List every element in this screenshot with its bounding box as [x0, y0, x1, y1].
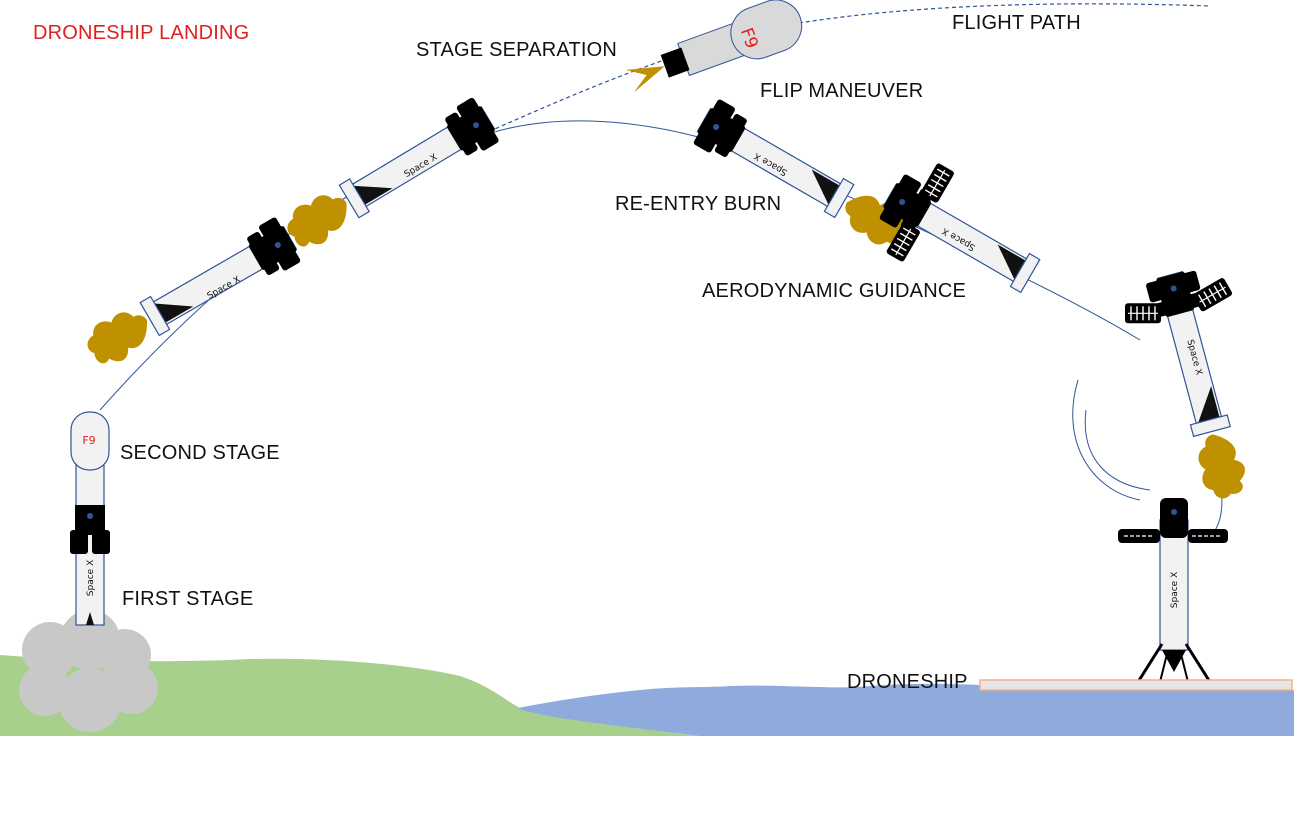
landing-booster — [1124, 267, 1251, 503]
landing-arc — [1072, 379, 1151, 501]
label-flip-maneuver: FLIP MANEUVER — [760, 80, 924, 102]
launch-upper-text: F9 — [82, 434, 95, 447]
sea — [518, 683, 1294, 736]
label-droneship: DRONESHIP — [847, 671, 968, 693]
label-aerodynamic-guidance: AERODYNAMIC GUIDANCE — [702, 280, 967, 302]
label-second-stage: SECOND STAGE — [120, 442, 280, 464]
launch-smoke — [19, 610, 158, 732]
label-reentry-burn: RE-ENTRY BURN — [615, 193, 782, 215]
landed-booster-text: Space X — [1170, 572, 1180, 608]
droneship-deck — [979, 679, 1293, 691]
second-stage — [625, 0, 803, 93]
launch-rocket — [70, 411, 110, 626]
flight-path-dashed — [469, 3, 1211, 141]
flip-booster — [690, 96, 915, 254]
label-stage-separation: STAGE SEPARATION — [416, 39, 618, 61]
diagram-title: DRONESHIP LANDING — [33, 22, 250, 44]
landed-booster — [1118, 498, 1228, 683]
ascent-booster-1 — [80, 214, 304, 373]
label-first-stage: FIRST STAGE — [122, 588, 254, 610]
ascent-booster-2 — [279, 95, 502, 256]
land — [0, 655, 700, 736]
label-flight-path: FLIGHT PATH — [952, 12, 1081, 34]
launch-booster-text: Space X — [86, 560, 96, 596]
